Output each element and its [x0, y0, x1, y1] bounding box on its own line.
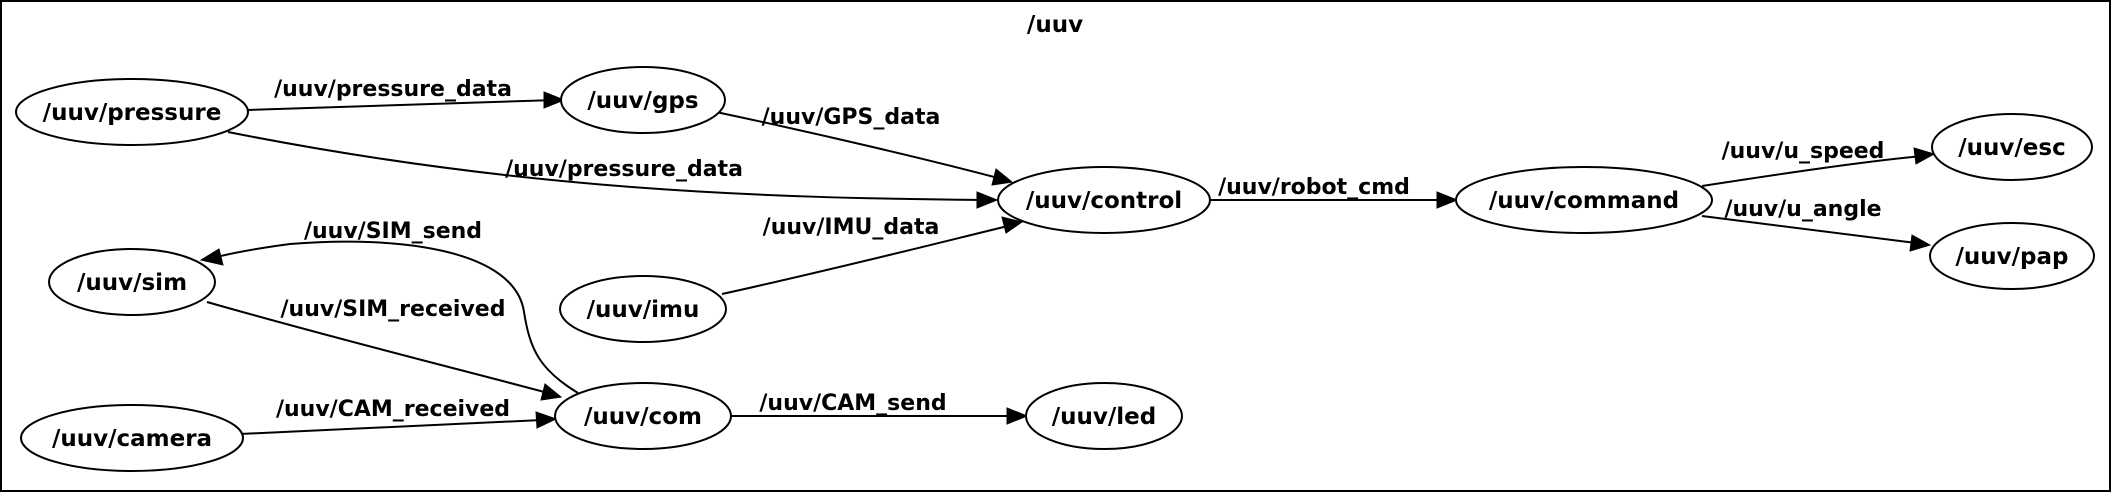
node-label-pap: /uuv/pap: [1956, 244, 2069, 270]
edge-command-pap[interactable]: [1701, 215, 1932, 252]
edge-command-esc[interactable]: [1701, 147, 1936, 187]
edge-label-sim-com: /uuv/SIM_received: [281, 297, 506, 322]
node-label-pressure: /uuv/pressure: [43, 100, 222, 126]
node-label-sim: /uuv/sim: [77, 270, 187, 296]
cluster-title: /uuv: [1027, 12, 1083, 38]
node-esc[interactable]: /uuv/esc: [1931, 113, 2093, 181]
edge-pressure-control[interactable]: [227, 131, 999, 209]
node-label-gps: /uuv/gps: [587, 88, 698, 114]
node-sim[interactable]: /uuv/sim: [48, 248, 216, 316]
node-camera[interactable]: /uuv/camera: [20, 404, 244, 472]
edge-label-command-esc: /uuv/u_speed: [1722, 139, 1885, 164]
node-label-com: /uuv/com: [584, 404, 702, 430]
edge-pressure-gps[interactable]: [246, 91, 566, 111]
node-label-camera: /uuv/camera: [52, 426, 212, 452]
node-label-command: /uuv/command: [1489, 188, 1679, 214]
edge-label-com-led: /uuv/CAM_send: [759, 391, 946, 416]
node-label-imu: /uuv/imu: [587, 297, 700, 323]
edge-label-control-command: /uuv/robot_cmd: [1218, 175, 1410, 200]
node-com[interactable]: /uuv/com: [554, 382, 732, 450]
edge-sim-com[interactable]: [206, 301, 563, 401]
edge-control-command[interactable]: [1210, 191, 1459, 209]
edge-label-com-sim: /uuv/SIM_send: [304, 219, 482, 244]
edge-label-pressure-control: /uuv/pressure_data: [505, 157, 743, 182]
edge-com-sim[interactable]: [199, 240, 579, 394]
edge-label-camera-com: /uuv/CAM_received: [276, 397, 510, 422]
node-label-led: /uuv/led: [1052, 404, 1157, 430]
node-control[interactable]: /uuv/control: [997, 166, 1211, 234]
node-label-control: /uuv/control: [1026, 188, 1182, 214]
edge-label-pressure-gps: /uuv/pressure_data: [274, 77, 512, 102]
edge-com-led[interactable]: [731, 407, 1029, 425]
node-imu[interactable]: /uuv/imu: [559, 275, 727, 343]
edge-label-imu-control: /uuv/IMU_data: [763, 215, 940, 240]
node-pressure[interactable]: /uuv/pressure: [15, 78, 249, 146]
node-pap[interactable]: /uuv/pap: [1929, 222, 2095, 290]
edge-imu-control[interactable]: [721, 216, 1024, 295]
edge-label-command-pap: /uuv/u_angle: [1724, 197, 1881, 222]
edge-camera-com[interactable]: [239, 411, 558, 435]
node-led[interactable]: /uuv/led: [1025, 382, 1183, 450]
node-label-esc: /uuv/esc: [1958, 135, 2065, 161]
edge-label-gps-control: /uuv/GPS_data: [762, 105, 941, 130]
node-gps[interactable]: /uuv/gps: [560, 66, 726, 134]
node-command[interactable]: /uuv/command: [1455, 166, 1713, 234]
edge-gps-control[interactable]: [715, 111, 1014, 186]
